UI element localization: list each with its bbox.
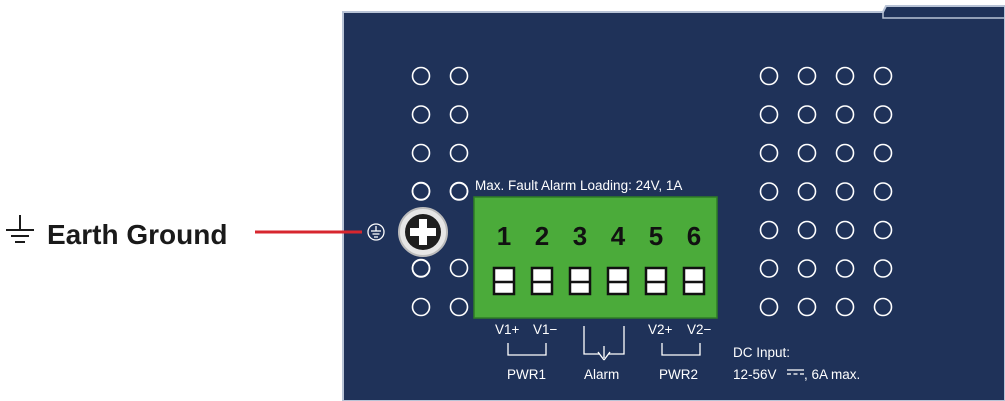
vent-hole bbox=[873, 105, 893, 124]
vent-hole bbox=[411, 181, 431, 201]
vent-hole bbox=[873, 220, 893, 240]
vent-hole bbox=[797, 220, 817, 240]
pin-number: 1 bbox=[497, 221, 511, 251]
terminal-slot[interactable] bbox=[492, 266, 516, 296]
vent-hole bbox=[797, 182, 817, 201]
vent-hole bbox=[797, 259, 817, 278]
vent-hole bbox=[411, 297, 431, 317]
earth-ground-callout: Earth Ground bbox=[6, 215, 362, 250]
terminal-slot[interactable] bbox=[644, 266, 668, 296]
vent-holes-right bbox=[759, 66, 893, 317]
vent-hole bbox=[759, 143, 779, 163]
vent-hole bbox=[759, 66, 779, 86]
pwr2-label: PWR2 bbox=[659, 367, 698, 382]
vent-hole bbox=[873, 259, 893, 278]
v1-plus-label: V1+ bbox=[495, 322, 520, 337]
pin-number: 4 bbox=[611, 221, 626, 251]
vent-hole bbox=[835, 105, 855, 124]
vent-hole bbox=[449, 143, 469, 163]
terminal-slot[interactable] bbox=[606, 266, 630, 296]
pwr1-label: PWR1 bbox=[507, 367, 546, 382]
vent-hole bbox=[797, 66, 817, 86]
vent-hole bbox=[835, 182, 855, 201]
vent-hole bbox=[449, 258, 469, 278]
vent-hole bbox=[797, 105, 817, 124]
pin-number: 5 bbox=[649, 221, 663, 251]
dc-voltage-label: 12-56V bbox=[733, 367, 777, 382]
earth-ground-icon bbox=[6, 215, 34, 243]
vent-hole bbox=[759, 182, 779, 201]
vent-hole bbox=[873, 182, 893, 201]
terminal-slot[interactable] bbox=[530, 266, 554, 296]
vent-hole bbox=[835, 297, 855, 317]
terminal-slot[interactable] bbox=[568, 266, 592, 296]
vent-hole bbox=[411, 143, 431, 163]
alarm-loading-label: Max. Fault Alarm Loading: 24V, 1A bbox=[475, 178, 682, 193]
vent-hole bbox=[873, 66, 893, 86]
vent-hole bbox=[411, 258, 431, 278]
wiring-leads bbox=[507, 326, 701, 361]
v2-plus-label: V2+ bbox=[648, 322, 673, 337]
protective-ground-icon bbox=[367, 223, 385, 241]
vent-hole bbox=[449, 105, 469, 124]
vent-hole bbox=[797, 143, 817, 163]
vent-hole bbox=[759, 297, 779, 317]
vent-hole bbox=[835, 259, 855, 278]
vent-holes-left bbox=[411, 66, 469, 317]
v2-minus-label: V2− bbox=[687, 322, 712, 337]
vent-hole bbox=[873, 297, 893, 317]
vent-hole bbox=[759, 259, 779, 278]
alarm-label: Alarm bbox=[584, 367, 619, 382]
vent-hole bbox=[411, 66, 431, 86]
vent-hole bbox=[411, 105, 431, 124]
dc-input-heading: DC Input: bbox=[733, 345, 790, 360]
vent-hole bbox=[835, 220, 855, 240]
vent-hole bbox=[835, 143, 855, 163]
pin-number: 6 bbox=[687, 221, 701, 251]
vent-hole bbox=[759, 105, 779, 124]
pin-number: 2 bbox=[535, 221, 549, 251]
vent-hole bbox=[449, 66, 469, 86]
vent-hole bbox=[797, 297, 817, 317]
vent-hole bbox=[449, 181, 469, 201]
dc-symbol-icon bbox=[787, 369, 804, 375]
pin-number: 3 bbox=[573, 221, 587, 251]
ground-screw-icon[interactable] bbox=[398, 207, 448, 257]
dc-current-label: , 6A max. bbox=[804, 367, 860, 382]
vent-hole bbox=[873, 143, 893, 163]
terminal-slot[interactable] bbox=[682, 266, 706, 296]
vent-hole bbox=[449, 297, 469, 317]
v1-minus-label: V1− bbox=[533, 322, 558, 337]
earth-ground-label: Earth Ground bbox=[47, 219, 227, 250]
vent-hole bbox=[835, 66, 855, 86]
vent-hole bbox=[759, 220, 779, 240]
